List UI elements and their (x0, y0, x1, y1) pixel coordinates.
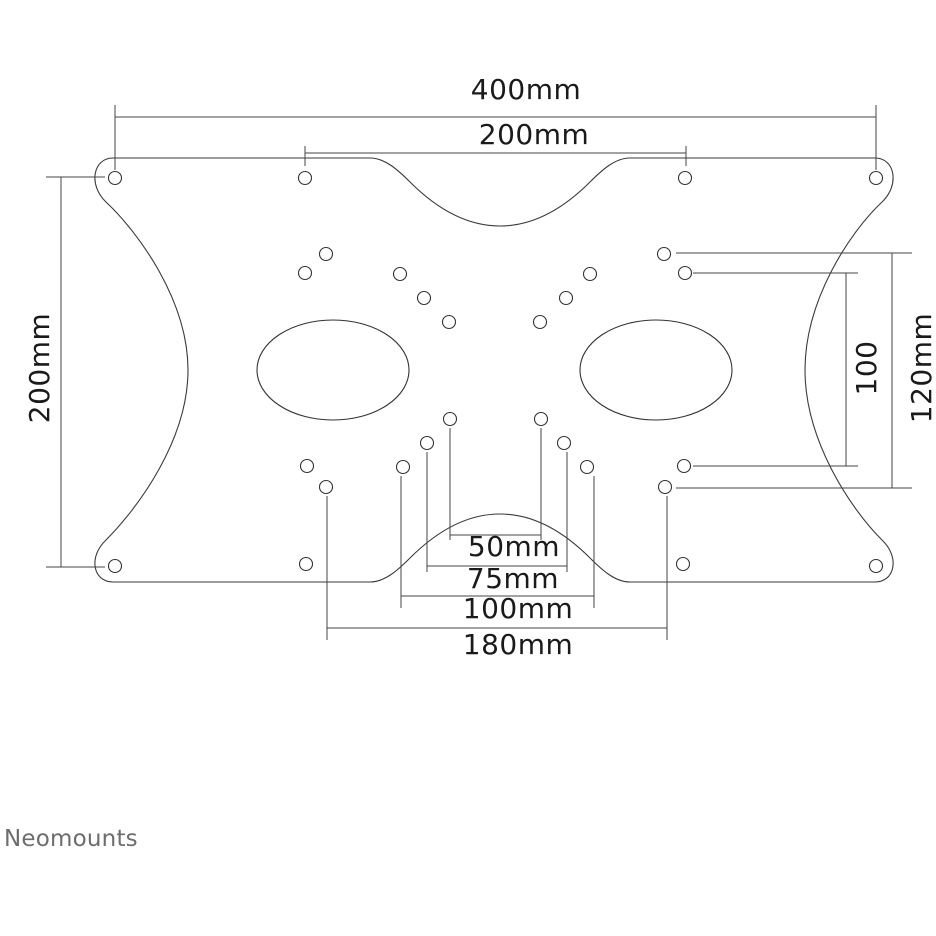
hole-200-bottom-left (298, 556, 314, 572)
hole-100-bottom-left (395, 459, 411, 475)
hole-180-top-right (656, 246, 672, 262)
hole-180-top-left (318, 246, 334, 262)
right-oval-cutout (579, 319, 733, 421)
dimension-120-right (676, 252, 912, 489)
hole-50-top-right (532, 314, 548, 330)
left-oval-cutout (256, 319, 410, 421)
hole-side-bottom-right (676, 458, 692, 474)
hole-400-top-right (868, 170, 884, 186)
hole-200-bottom-right (675, 556, 691, 572)
dimension-label-400: 400mm (471, 73, 582, 106)
hole-100-bottom-right (579, 459, 595, 475)
dimension-100-bottom (400, 476, 595, 608)
hole-side-top-right (677, 265, 693, 281)
hole-side-bottom-left (299, 458, 315, 474)
hole-200-top-left (297, 170, 313, 186)
hole-50-bottom-left (442, 411, 458, 427)
dimension-400-top (114, 105, 877, 170)
hole-400-top-left (107, 170, 123, 186)
hole-180-bottom-right (657, 479, 673, 495)
hole-75-top-right (558, 290, 574, 306)
dimension-label-100-right: 100 (850, 341, 883, 396)
brand-logo: Neomounts (4, 826, 138, 852)
hole-50-bottom-right (533, 411, 549, 427)
dimension-label-75: 75mm (467, 562, 559, 595)
dimension-label-50: 50mm (468, 530, 560, 563)
hole-400-bottom-right (868, 558, 884, 574)
hole-100-top-right (582, 266, 598, 282)
dimension-label-200-top: 200mm (479, 118, 590, 151)
hole-180-bottom-left (318, 479, 334, 495)
dimension-200-top (304, 146, 687, 166)
hole-side-top-left (297, 265, 313, 281)
hole-75-bottom-left (419, 435, 435, 451)
dimension-75-bottom (426, 452, 568, 572)
dimension-100-right (693, 272, 858, 467)
dimension-label-120-right: 120mm (905, 313, 936, 424)
hole-75-top-left (416, 290, 432, 306)
dimension-label-100-bottom: 100mm (463, 592, 574, 625)
dimension-180-bottom (326, 496, 668, 640)
dimension-200-left (46, 176, 105, 568)
dimension-50-bottom (449, 428, 542, 540)
hole-75-bottom-right (556, 435, 572, 451)
dimension-label-200-left: 200mm (23, 313, 56, 424)
hole-100-top-left (392, 266, 408, 282)
hole-50-top-left (441, 314, 457, 330)
hole-400-bottom-left (107, 558, 123, 574)
plate-outline (94, 157, 894, 583)
hole-200-top-right (677, 170, 693, 186)
dimension-label-180: 180mm (463, 628, 574, 661)
